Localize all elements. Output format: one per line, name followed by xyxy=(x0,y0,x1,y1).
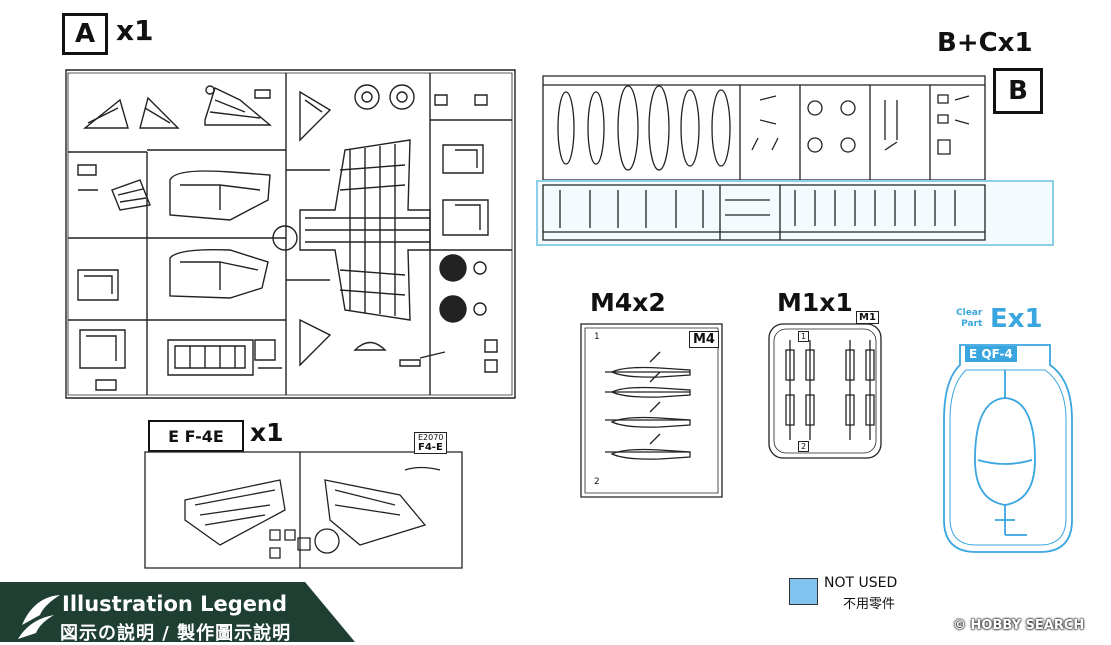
clear-line1: Clear xyxy=(956,308,983,318)
sprue-e-f4e-label: E F-4E xyxy=(148,420,244,452)
not-used-label-en: NOT USED xyxy=(824,575,898,591)
sprue-m1-tag: M1 xyxy=(856,311,879,324)
code-line1: E2070 xyxy=(418,433,444,442)
legend-banner xyxy=(0,582,355,642)
code-line2: F4-E xyxy=(418,442,443,453)
brand-watermark: © HOBBY SEARCH xyxy=(953,618,1084,633)
not-used-swatch xyxy=(789,578,818,605)
legend-logo-icon xyxy=(18,595,60,639)
sprue-a-label: A xyxy=(62,13,108,55)
sprue-m1-num2: 2 xyxy=(798,441,810,452)
sprue-bc-qty: B+Cx1 xyxy=(937,28,1033,58)
brand-text: HOBBY SEARCH xyxy=(970,618,1085,633)
legend-subtitle: 図示の説明 / 製作圖示說明 xyxy=(60,623,292,644)
brand-symbol: © xyxy=(953,618,966,633)
sprue-m1-qty: M1x1 xyxy=(777,288,853,317)
sprue-m4-qty: M4x2 xyxy=(590,288,666,317)
sprue-b-label: B xyxy=(993,68,1043,114)
sprue-e-f4e-code: E2070 F4-E xyxy=(414,432,448,454)
sprue-m4-num1: 1 xyxy=(594,332,600,342)
sprue-m4-tag: M4 xyxy=(689,331,719,348)
clear-line2: Part xyxy=(961,319,983,329)
sprue-e-f4e-qty: x1 xyxy=(250,418,284,447)
sprue-m4-num2: 2 xyxy=(594,477,600,487)
legend-title: Illustration Legend xyxy=(62,592,288,616)
not-used-label-jp: 不用零件 xyxy=(843,597,896,612)
clear-part-qty: Ex1 xyxy=(990,304,1043,334)
sprue-m1-num1: 1 xyxy=(798,331,810,342)
clear-part-label: Clear Part xyxy=(956,308,982,330)
clear-sprue-tag: E QF-4 xyxy=(965,346,1017,362)
sprue-a-qty: x1 xyxy=(116,14,154,47)
